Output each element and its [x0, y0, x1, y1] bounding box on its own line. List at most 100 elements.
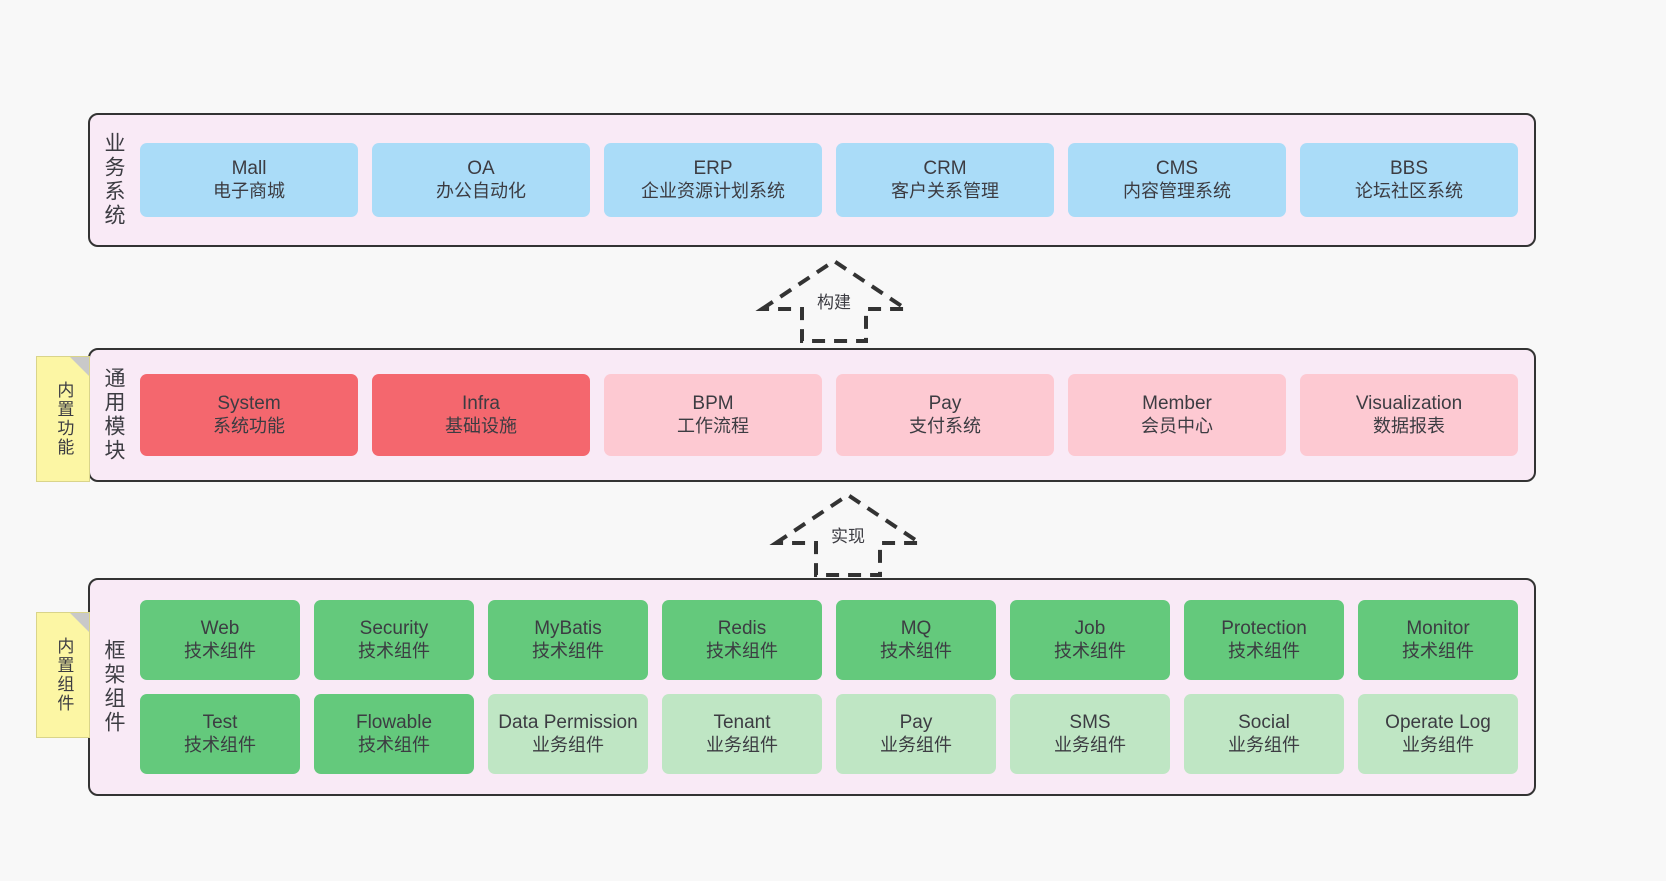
card-social-en: Social — [1238, 712, 1290, 734]
arrow-build-label: 构建 — [814, 288, 854, 313]
layer-framework-components: 框架组件 Web 技术组件 Security 技术组件 MyBatis 技术组件… — [88, 578, 1536, 796]
card-data-permission[interactable]: Data Permission 业务组件 — [488, 694, 648, 774]
card-operate-log[interactable]: Operate Log 业务组件 — [1358, 694, 1518, 774]
framework-row-technical: Web 技术组件 Security 技术组件 MyBatis 技术组件 Redi… — [140, 600, 1518, 680]
card-bpm[interactable]: BPM 工作流程 — [604, 374, 822, 456]
card-visualization-cn: 数据报表 — [1373, 415, 1445, 436]
card-infra-cn: 基础设施 — [445, 415, 517, 436]
card-protection[interactable]: Protection 技术组件 — [1184, 600, 1344, 680]
card-protection-en: Protection — [1221, 618, 1307, 640]
card-web-en: Web — [200, 618, 240, 640]
arrow-build-shape — [755, 258, 913, 343]
card-cms-en: CMS — [1155, 158, 1199, 180]
card-mq-cn: 技术组件 — [880, 640, 952, 661]
note-fold-corner-icon — [70, 357, 89, 376]
card-pay-module-en: Pay — [928, 393, 962, 415]
card-crm-cn: 客户关系管理 — [891, 180, 999, 201]
arrow-implement-label: 实现 — [828, 522, 868, 547]
card-crm-en: CRM — [923, 158, 967, 180]
note-fold-corner-icon — [70, 613, 89, 632]
card-bbs-en: BBS — [1389, 158, 1429, 180]
card-test-cn: 技术组件 — [184, 734, 256, 755]
card-security[interactable]: Security 技术组件 — [314, 600, 474, 680]
layer-common-modules: 通用模块 System 系统功能 Infra 基础设施 BPM 工作流程 Pay… — [88, 348, 1536, 482]
card-mybatis-en: MyBatis — [534, 618, 602, 640]
card-tenant[interactable]: Tenant 业务组件 — [662, 694, 822, 774]
card-monitor[interactable]: Monitor 技术组件 — [1358, 600, 1518, 680]
card-infra-en: Infra — [461, 393, 501, 415]
card-bbs-cn: 论坛社区系统 — [1355, 180, 1463, 201]
card-member-cn: 会员中心 — [1141, 415, 1213, 436]
card-security-cn: 技术组件 — [358, 640, 430, 661]
card-crm[interactable]: CRM 客户关系管理 — [836, 143, 1054, 217]
card-oa-en: OA — [467, 158, 495, 180]
card-mybatis-cn: 技术组件 — [532, 640, 604, 661]
card-mall-en: Mall — [231, 158, 267, 180]
card-mq[interactable]: MQ 技术组件 — [836, 600, 996, 680]
layer-business-systems: 业务系统 Mall 电子商城 OA 办公自动化 ERP 企业资源计划系统 CRM… — [88, 113, 1536, 247]
card-cms[interactable]: CMS 内容管理系统 — [1068, 143, 1286, 217]
card-social-cn: 业务组件 — [1228, 734, 1300, 755]
card-member-en: Member — [1142, 393, 1212, 415]
card-erp[interactable]: ERP 企业资源计划系统 — [604, 143, 822, 217]
card-pay-module-cn: 支付系统 — [909, 415, 981, 436]
card-data-permission-en: Data Permission — [498, 712, 638, 734]
card-operate-log-en: Operate Log — [1385, 712, 1491, 734]
card-system[interactable]: System 系统功能 — [140, 374, 358, 456]
layer-framework-title: 框架组件 — [90, 580, 136, 794]
card-job-en: Job — [1074, 618, 1106, 640]
card-test[interactable]: Test 技术组件 — [140, 694, 300, 774]
card-pay-component[interactable]: Pay 业务组件 — [836, 694, 996, 774]
card-pay-component-en: Pay — [899, 712, 933, 734]
card-sms-en: SMS — [1069, 712, 1111, 734]
card-monitor-en: Monitor — [1406, 618, 1470, 640]
card-sms[interactable]: SMS 业务组件 — [1010, 694, 1170, 774]
card-tenant-cn: 业务组件 — [706, 734, 778, 755]
card-redis-en: Redis — [717, 618, 767, 640]
card-erp-en: ERP — [693, 158, 733, 180]
card-mall[interactable]: Mall 电子商城 — [140, 143, 358, 217]
card-tenant-en: Tenant — [713, 712, 771, 734]
card-oa-cn: 办公自动化 — [436, 180, 526, 201]
card-bpm-en: BPM — [692, 393, 734, 415]
card-redis[interactable]: Redis 技术组件 — [662, 600, 822, 680]
card-pay-component-cn: 业务组件 — [880, 734, 952, 755]
card-test-en: Test — [202, 712, 238, 734]
card-operate-log-cn: 业务组件 — [1402, 734, 1474, 755]
card-infra[interactable]: Infra 基础设施 — [372, 374, 590, 456]
note-builtin-functions-text: 内置功能 — [54, 381, 74, 457]
card-job[interactable]: Job 技术组件 — [1010, 600, 1170, 680]
layer-modules-title-text: 通用模块 — [102, 367, 126, 463]
card-visualization[interactable]: Visualization 数据报表 — [1300, 374, 1518, 456]
card-protection-cn: 技术组件 — [1228, 640, 1300, 661]
arrow-implement-shape — [769, 492, 927, 577]
card-web-cn: 技术组件 — [184, 640, 256, 661]
layer-modules-cards: System 系统功能 Infra 基础设施 BPM 工作流程 Pay 支付系统… — [136, 350, 1534, 480]
framework-row-business: Test 技术组件 Flowable 技术组件 Data Permission … — [140, 694, 1518, 774]
card-pay-module[interactable]: Pay 支付系统 — [836, 374, 1054, 456]
layer-business-cards: Mall 电子商城 OA 办公自动化 ERP 企业资源计划系统 CRM 客户关系… — [136, 115, 1534, 245]
card-web[interactable]: Web 技术组件 — [140, 600, 300, 680]
layer-framework-cards: Web 技术组件 Security 技术组件 MyBatis 技术组件 Redi… — [136, 580, 1534, 794]
card-bbs[interactable]: BBS 论坛社区系统 — [1300, 143, 1518, 217]
layer-framework-title-text: 框架组件 — [102, 639, 126, 735]
arrow-implement: 实现 — [762, 487, 934, 579]
note-builtin-components-text: 内置组件 — [54, 637, 74, 713]
card-security-en: Security — [359, 618, 429, 640]
card-visualization-en: Visualization — [1355, 393, 1463, 415]
card-social[interactable]: Social 业务组件 — [1184, 694, 1344, 774]
card-mybatis[interactable]: MyBatis 技术组件 — [488, 600, 648, 680]
card-oa[interactable]: OA 办公自动化 — [372, 143, 590, 217]
card-flowable[interactable]: Flowable 技术组件 — [314, 694, 474, 774]
card-job-cn: 技术组件 — [1054, 640, 1126, 661]
card-system-cn: 系统功能 — [213, 415, 285, 436]
card-flowable-en: Flowable — [355, 712, 433, 734]
card-flowable-cn: 技术组件 — [358, 734, 430, 755]
card-member[interactable]: Member 会员中心 — [1068, 374, 1286, 456]
card-data-permission-cn: 业务组件 — [532, 734, 604, 755]
card-system-en: System — [217, 393, 281, 415]
layer-business-title: 业务系统 — [90, 115, 136, 245]
card-mall-cn: 电子商城 — [213, 180, 285, 201]
card-sms-cn: 业务组件 — [1054, 734, 1126, 755]
